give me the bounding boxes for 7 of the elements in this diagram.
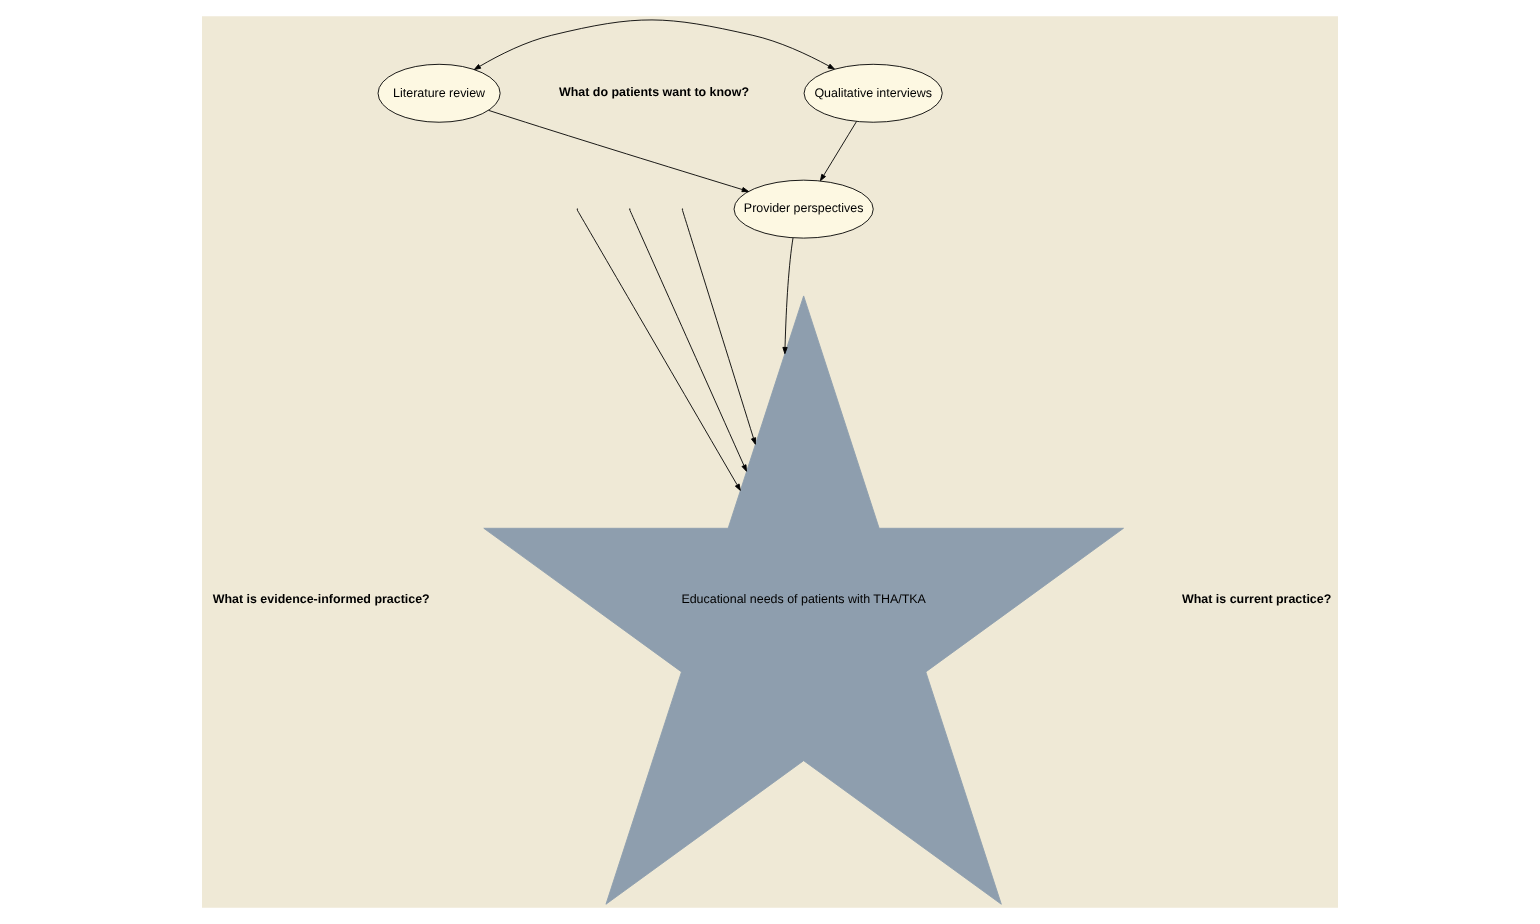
arrow: [488, 109, 749, 193]
arrow: [576, 209, 741, 491]
arrow: [682, 209, 757, 445]
arrow: [473, 19, 835, 70]
arrow: [629, 209, 747, 472]
arrow: [782, 237, 794, 355]
arrow: [819, 121, 857, 182]
